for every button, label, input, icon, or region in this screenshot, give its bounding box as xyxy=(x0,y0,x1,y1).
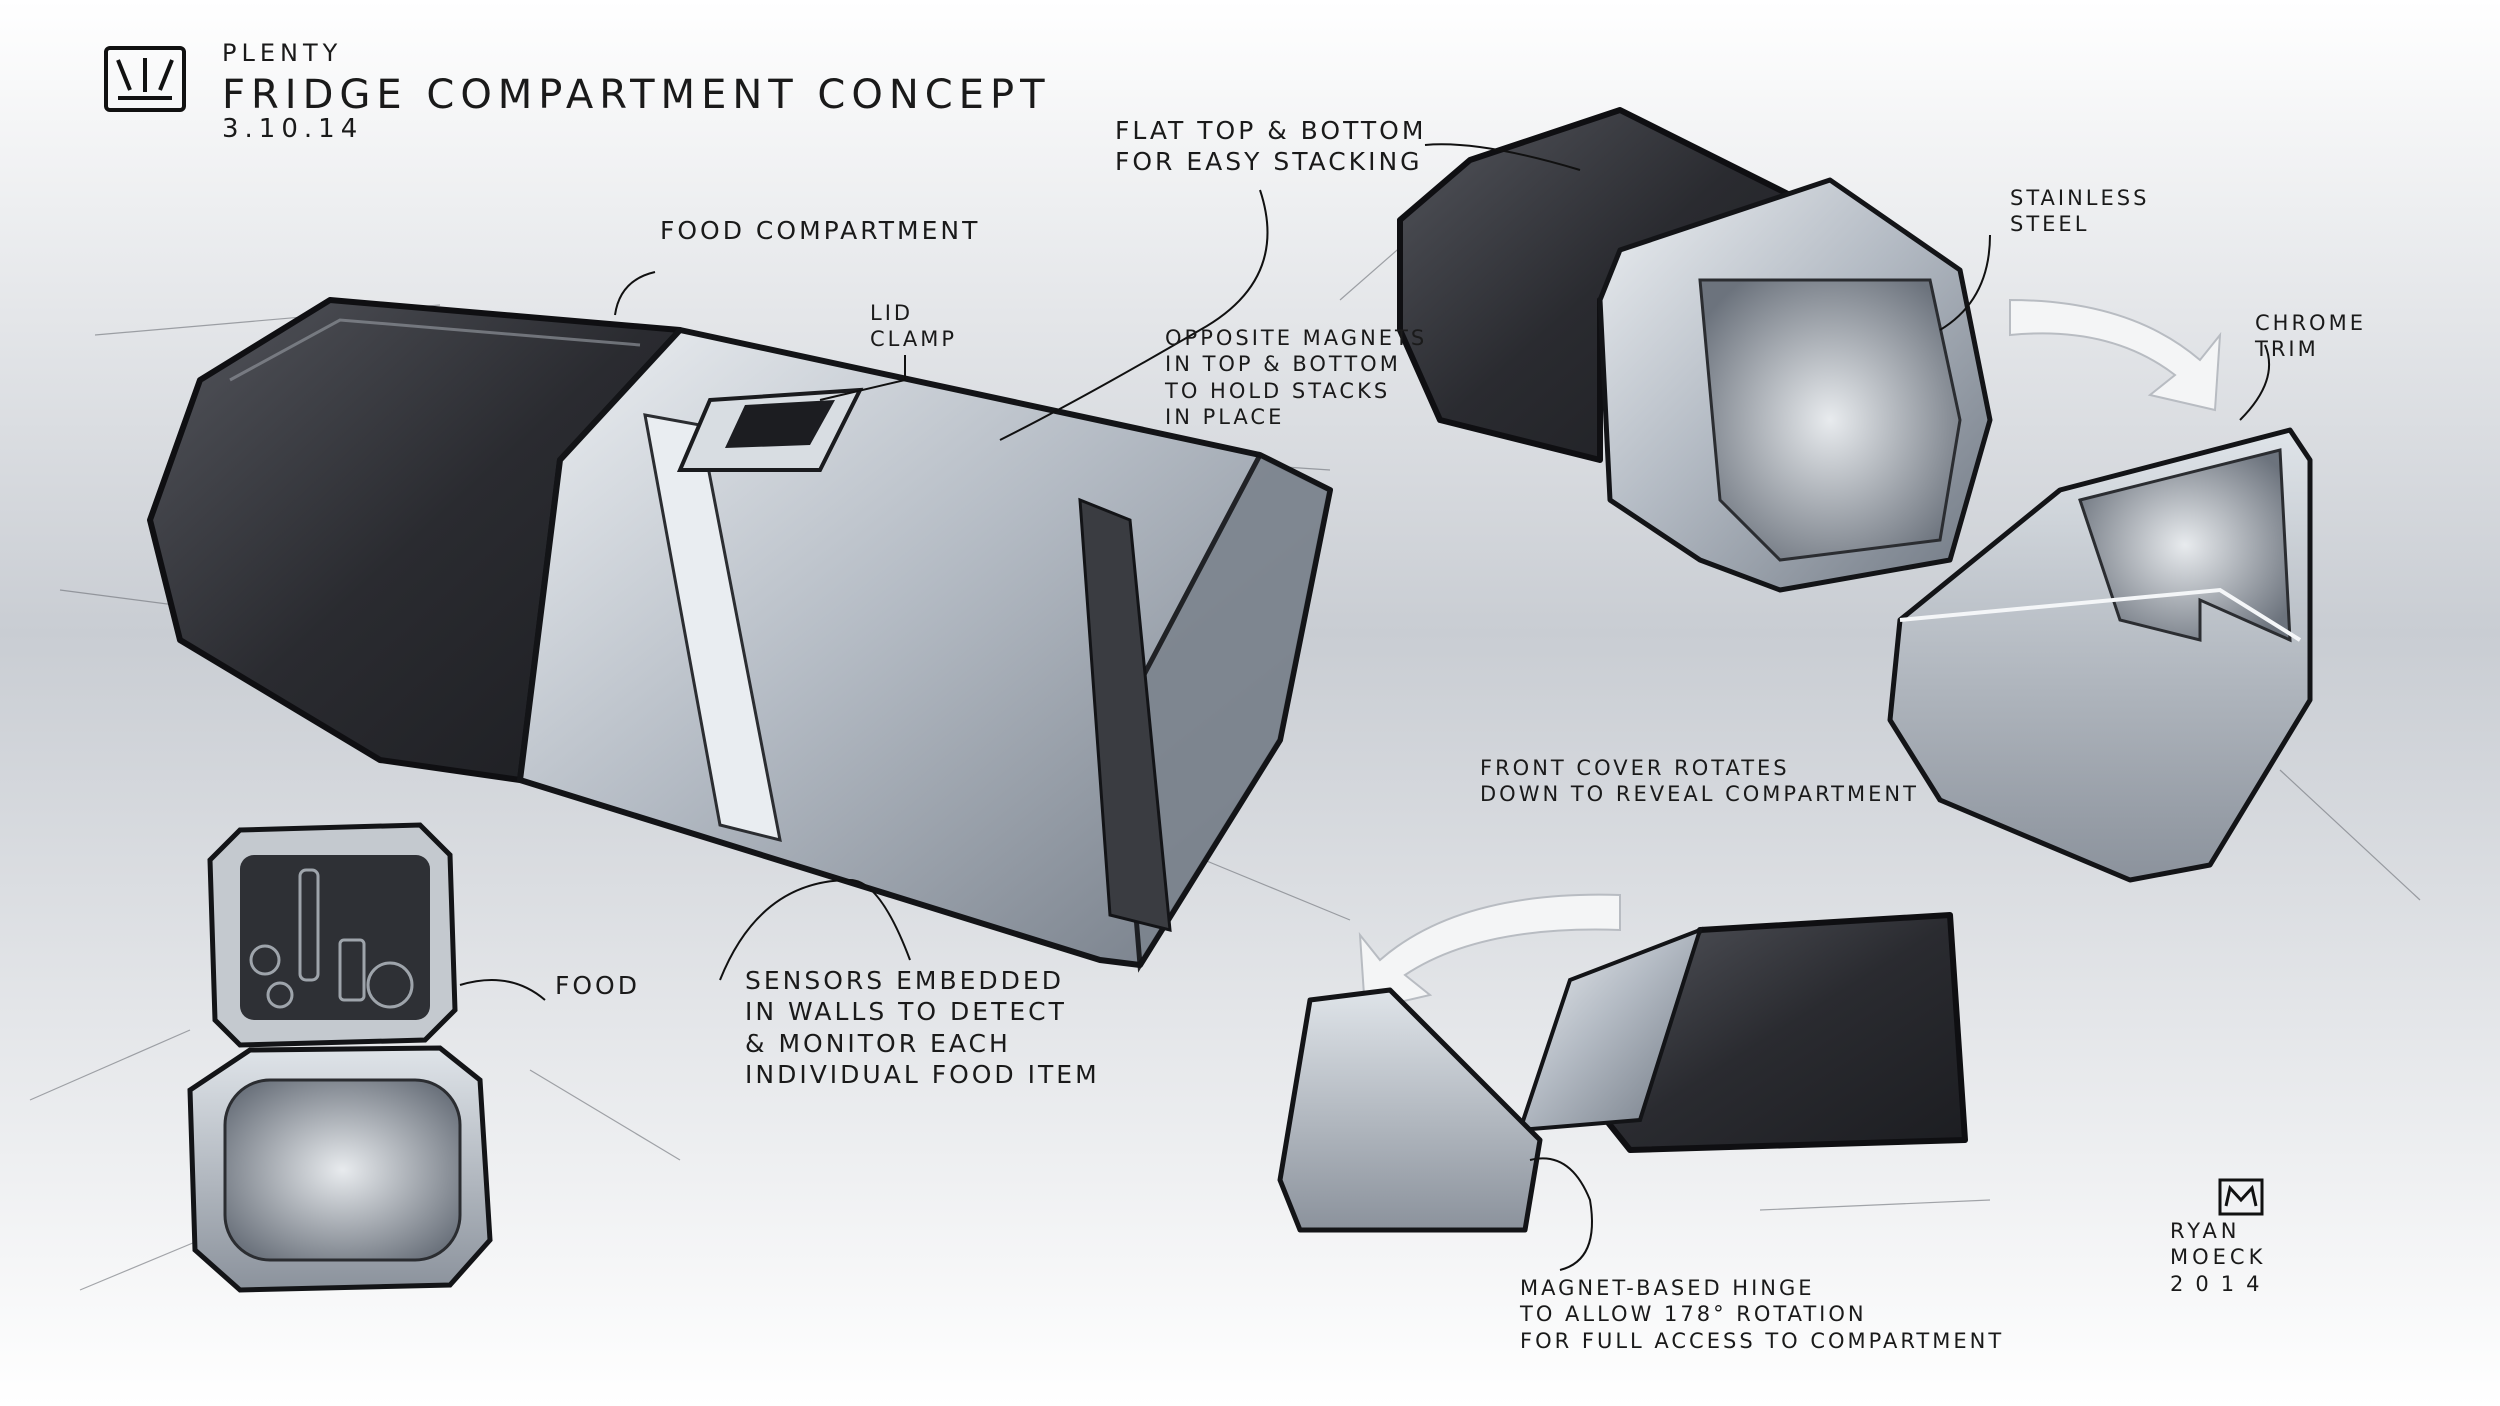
callout-magnets: Opposite Magnets In Top & Bottom To Hold… xyxy=(1165,325,1427,430)
page-title: Fridge Compartment Concept xyxy=(222,72,1051,118)
callout-magnets-line-2: In Top & Bottom xyxy=(1165,352,1401,377)
callout-flat-top-line-1: Flat Top & Bottom xyxy=(1115,116,1427,145)
leader-lines xyxy=(459,143,2271,1271)
end-view-sketches xyxy=(187,822,493,1293)
callout-chrome-trim: Chrome Trim xyxy=(2255,310,2366,363)
callout-sensors-line-2: In Walls To Detect xyxy=(745,997,1067,1027)
callout-magnets-line-3: To Hold Stacks xyxy=(1165,378,1391,403)
callout-food-compartment: Food Compartment xyxy=(660,216,981,245)
signature-first-name: Ryan xyxy=(2170,1219,2241,1243)
callout-food: Food xyxy=(555,971,640,1000)
callout-flat-top-line-2: For Easy Stacking xyxy=(1115,147,1423,177)
callout-sensors-line-4: Individual Food Item xyxy=(745,1059,1100,1089)
callout-hinge: Magnet-Based Hinge To Allow 178° Rotatio… xyxy=(1520,1275,2004,1354)
rotate-arrow-top xyxy=(2009,298,2222,412)
signature-crown-icon xyxy=(2218,1178,2264,1216)
callout-chrome-line-1: Chrome xyxy=(2255,311,2366,335)
callout-hinge-line-3: For Full Access To Compartment xyxy=(1520,1328,2005,1353)
signature-year: 2014 xyxy=(2170,1271,2272,1296)
callout-front-cover-line-2: Down To Reveal Compartment xyxy=(1480,782,1919,807)
callout-chrome-line-2: Trim xyxy=(2255,337,2319,362)
plenty-logo-icon xyxy=(104,46,186,112)
callout-sensors: Sensors Embedded In Walls To Detect & Mo… xyxy=(745,965,1100,1090)
signature-last-name: Moeck xyxy=(2170,1245,2267,1270)
open-compartment-sketch xyxy=(1397,107,2313,883)
callout-lid-clamp-line-1: Lid xyxy=(870,301,914,325)
signature: Ryan Moeck 2014 xyxy=(2170,1218,2271,1297)
callout-flat-top: Flat Top & Bottom For Easy Stacking xyxy=(1115,115,1426,178)
hinge-view-sketch xyxy=(1277,893,1968,1233)
callout-front-cover-line-1: Front Cover Rotates xyxy=(1480,756,1790,780)
callout-magnets-line-1: Opposite Magnets xyxy=(1165,326,1428,350)
callout-stainless-line-1: Stainless xyxy=(2010,186,2150,210)
callout-hinge-line-1: Magnet-Based Hinge xyxy=(1520,1276,1815,1300)
hinge-steel-cover xyxy=(1277,987,1543,1233)
food-items xyxy=(249,868,414,1009)
main-compartment-sketch xyxy=(147,297,1333,973)
callout-sensors-line-1: Sensors Embedded xyxy=(745,966,1064,995)
callout-lid-clamp-line-2: Clamp xyxy=(870,327,957,352)
sketch-date: 3.10.14 xyxy=(222,114,364,144)
callout-stainless-line-2: Steel xyxy=(2010,212,2090,237)
callout-lid-clamp: Lid Clamp xyxy=(870,300,957,353)
brand-name: Plenty xyxy=(222,39,343,67)
callout-front-cover: Front Cover Rotates Down To Reveal Compa… xyxy=(1480,755,1919,808)
callout-sensors-line-3: & Monitor Each xyxy=(745,1028,1011,1058)
callout-hinge-line-2: To Allow 178° Rotation xyxy=(1520,1302,1867,1327)
callout-magnets-line-4: In Place xyxy=(1165,404,1285,429)
callout-stainless-steel: Stainless Steel xyxy=(2010,185,2149,238)
